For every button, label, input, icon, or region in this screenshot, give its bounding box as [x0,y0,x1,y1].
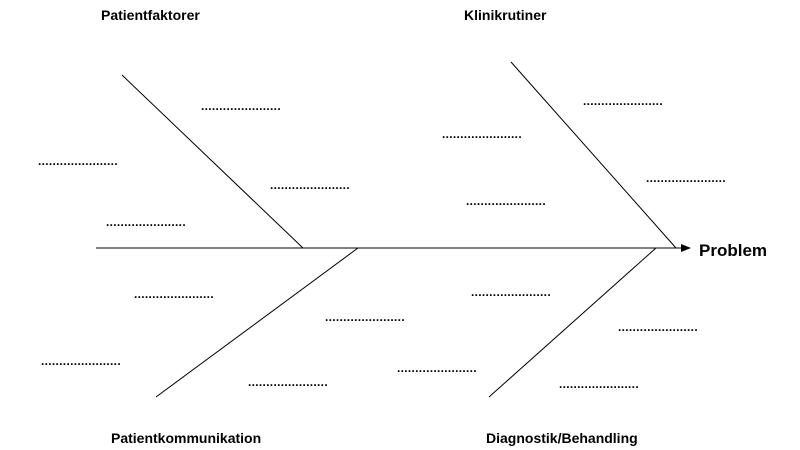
category-label-patientfaktorer: Patientfaktorer [101,7,200,23]
placeholder-line: ...................... [646,171,726,185]
placeholder-line: ...................... [325,310,405,324]
placeholder-line: ...................... [397,361,477,375]
placeholder-line: ...................... [38,154,118,168]
placeholder-line: ...................... [106,215,186,229]
placeholder-line: ...................... [466,194,546,208]
placeholder-line: ...................... [559,377,639,391]
placeholder-line: ...................... [442,127,522,141]
bone-patientkommunikation [155,247,359,398]
placeholder-line: ...................... [248,375,328,389]
placeholder-line: ...................... [270,178,350,192]
placeholder-line: ...................... [201,99,281,113]
placeholder-line: ...................... [471,285,551,299]
bone-diagnostik-behandling [488,247,657,398]
category-label-diagnostik-behandling: Diagnostik/Behandling [486,430,638,446]
placeholder-line: ...................... [134,287,214,301]
category-label-patientkommunikation: Patientkommunikation [111,430,262,446]
category-label-klinikrutiner: Klinikrutiner [464,7,547,23]
bone-klinikrutiner [510,61,677,249]
placeholder-line: ...................... [618,320,698,334]
placeholder-line: ...................... [41,354,121,368]
bone-patientfaktorer [121,74,304,249]
placeholder-line: ...................... [583,94,663,108]
problem-label: Problem [699,241,768,260]
